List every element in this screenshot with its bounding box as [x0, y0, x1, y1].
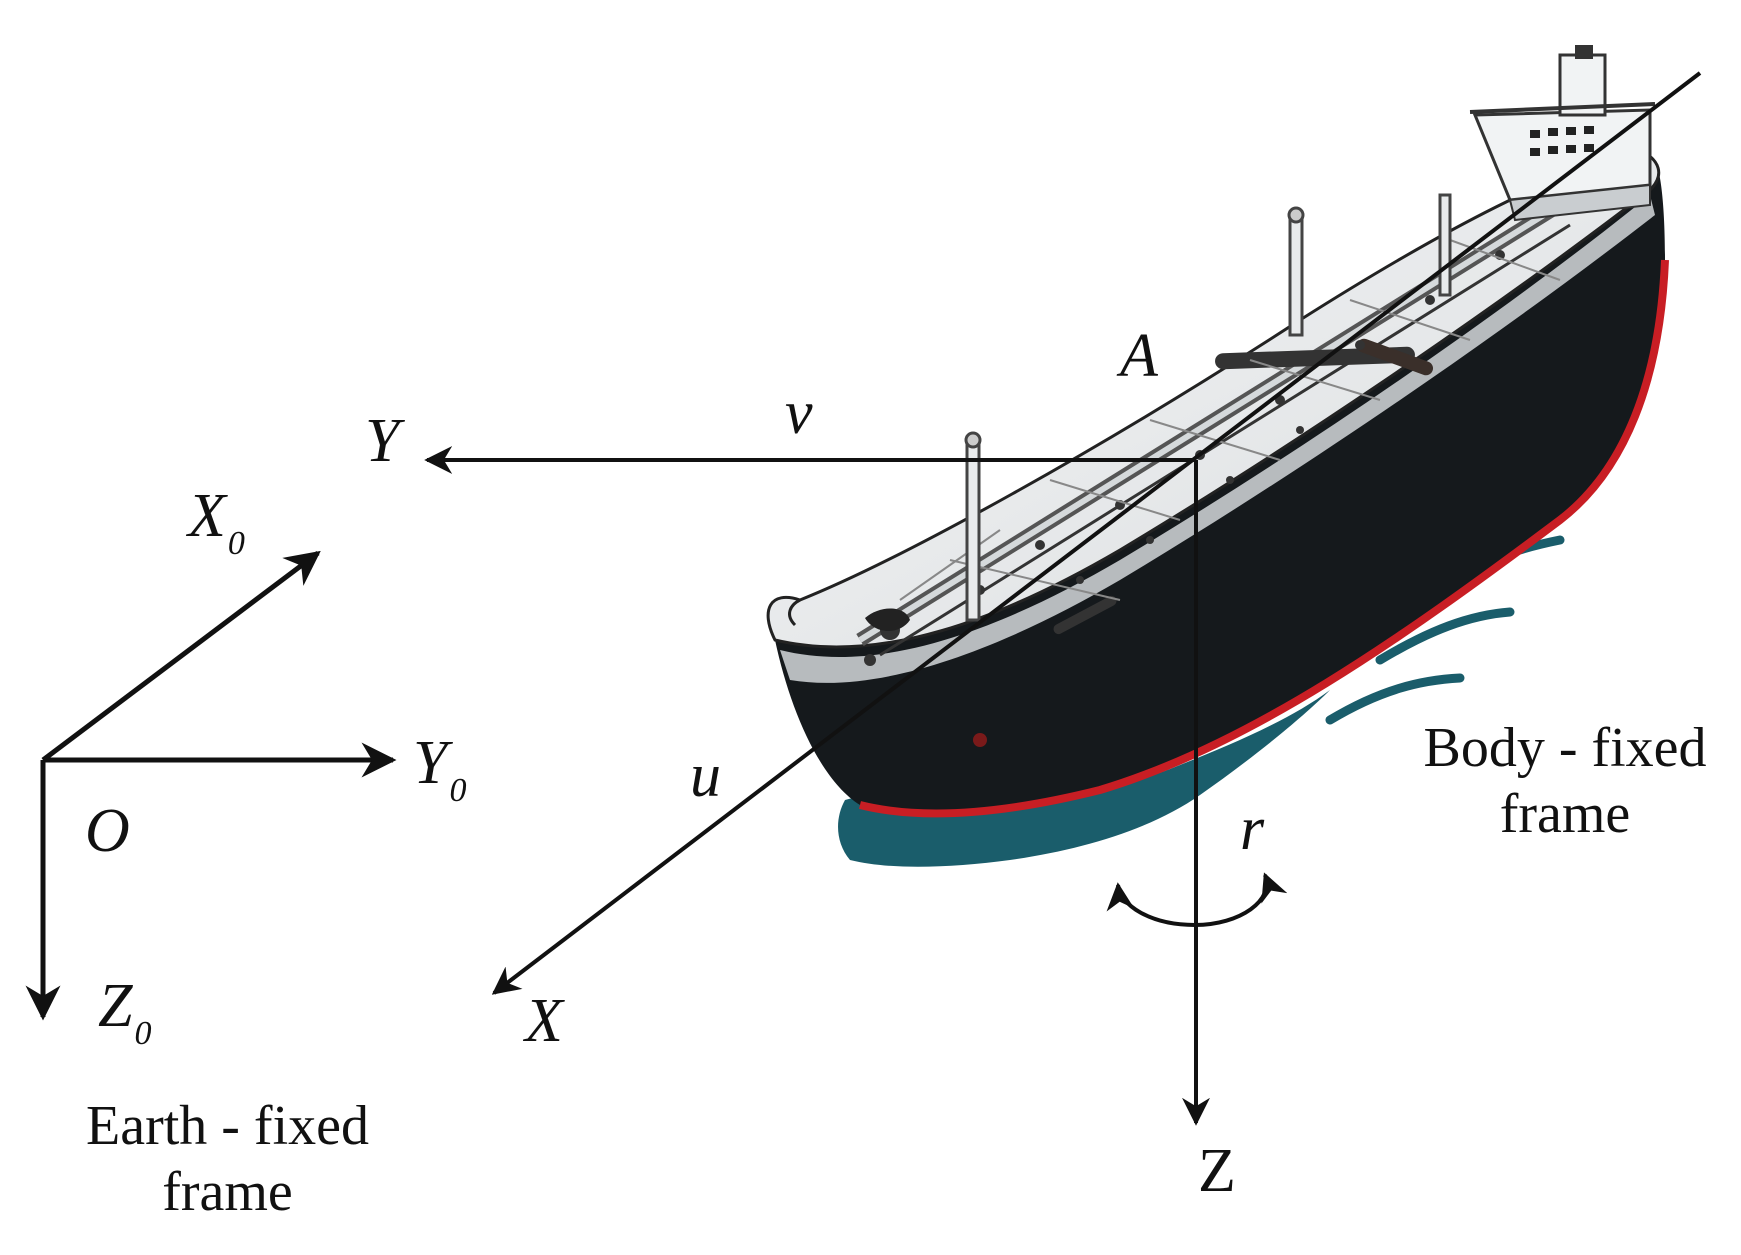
bow-water-splash	[838, 690, 1330, 867]
earth-frame-caption: Earth - fixed frame	[55, 1093, 400, 1225]
yaw-rotation-arc	[1106, 872, 1288, 928]
earth-origin-label: O	[85, 797, 130, 865]
ship-masts	[964, 193, 1452, 622]
earth-x0-axis-arrow	[41, 550, 321, 762]
body-frame-caption: Body - fixed frame	[1395, 715, 1735, 847]
body-frame-caption-line2: frame	[1499, 783, 1631, 846]
ship-waterline	[859, 259, 1669, 818]
body-z-label: Z	[1198, 1137, 1236, 1205]
yaw-rate-label: r	[1240, 795, 1265, 863]
sway-velocity-label: v	[785, 379, 813, 447]
earth-frame-caption-line2: frame	[162, 1161, 293, 1224]
deck-lines	[899, 239, 1561, 601]
body-x-axis-arrow	[491, 71, 1702, 995]
earth-y0-label: Y0	[413, 729, 467, 809]
body-frame-axes	[424, 71, 1702, 1126]
earth-frame-axes	[25, 550, 397, 1021]
point-a-label: A	[1120, 322, 1158, 390]
body-x-label: X	[525, 987, 563, 1055]
earth-z0-label: Z0	[98, 972, 152, 1052]
body-frame-caption-line1: Body - fixed	[1423, 717, 1707, 779]
bow-details	[788, 598, 987, 747]
ship-superstructure	[1469, 45, 1656, 222]
body-y-label: Y	[365, 407, 400, 475]
earth-x0-label: X0	[188, 482, 245, 562]
surge-velocity-label: u	[690, 742, 721, 810]
earth-frame-caption-line1: Earth - fixed	[86, 1095, 369, 1157]
